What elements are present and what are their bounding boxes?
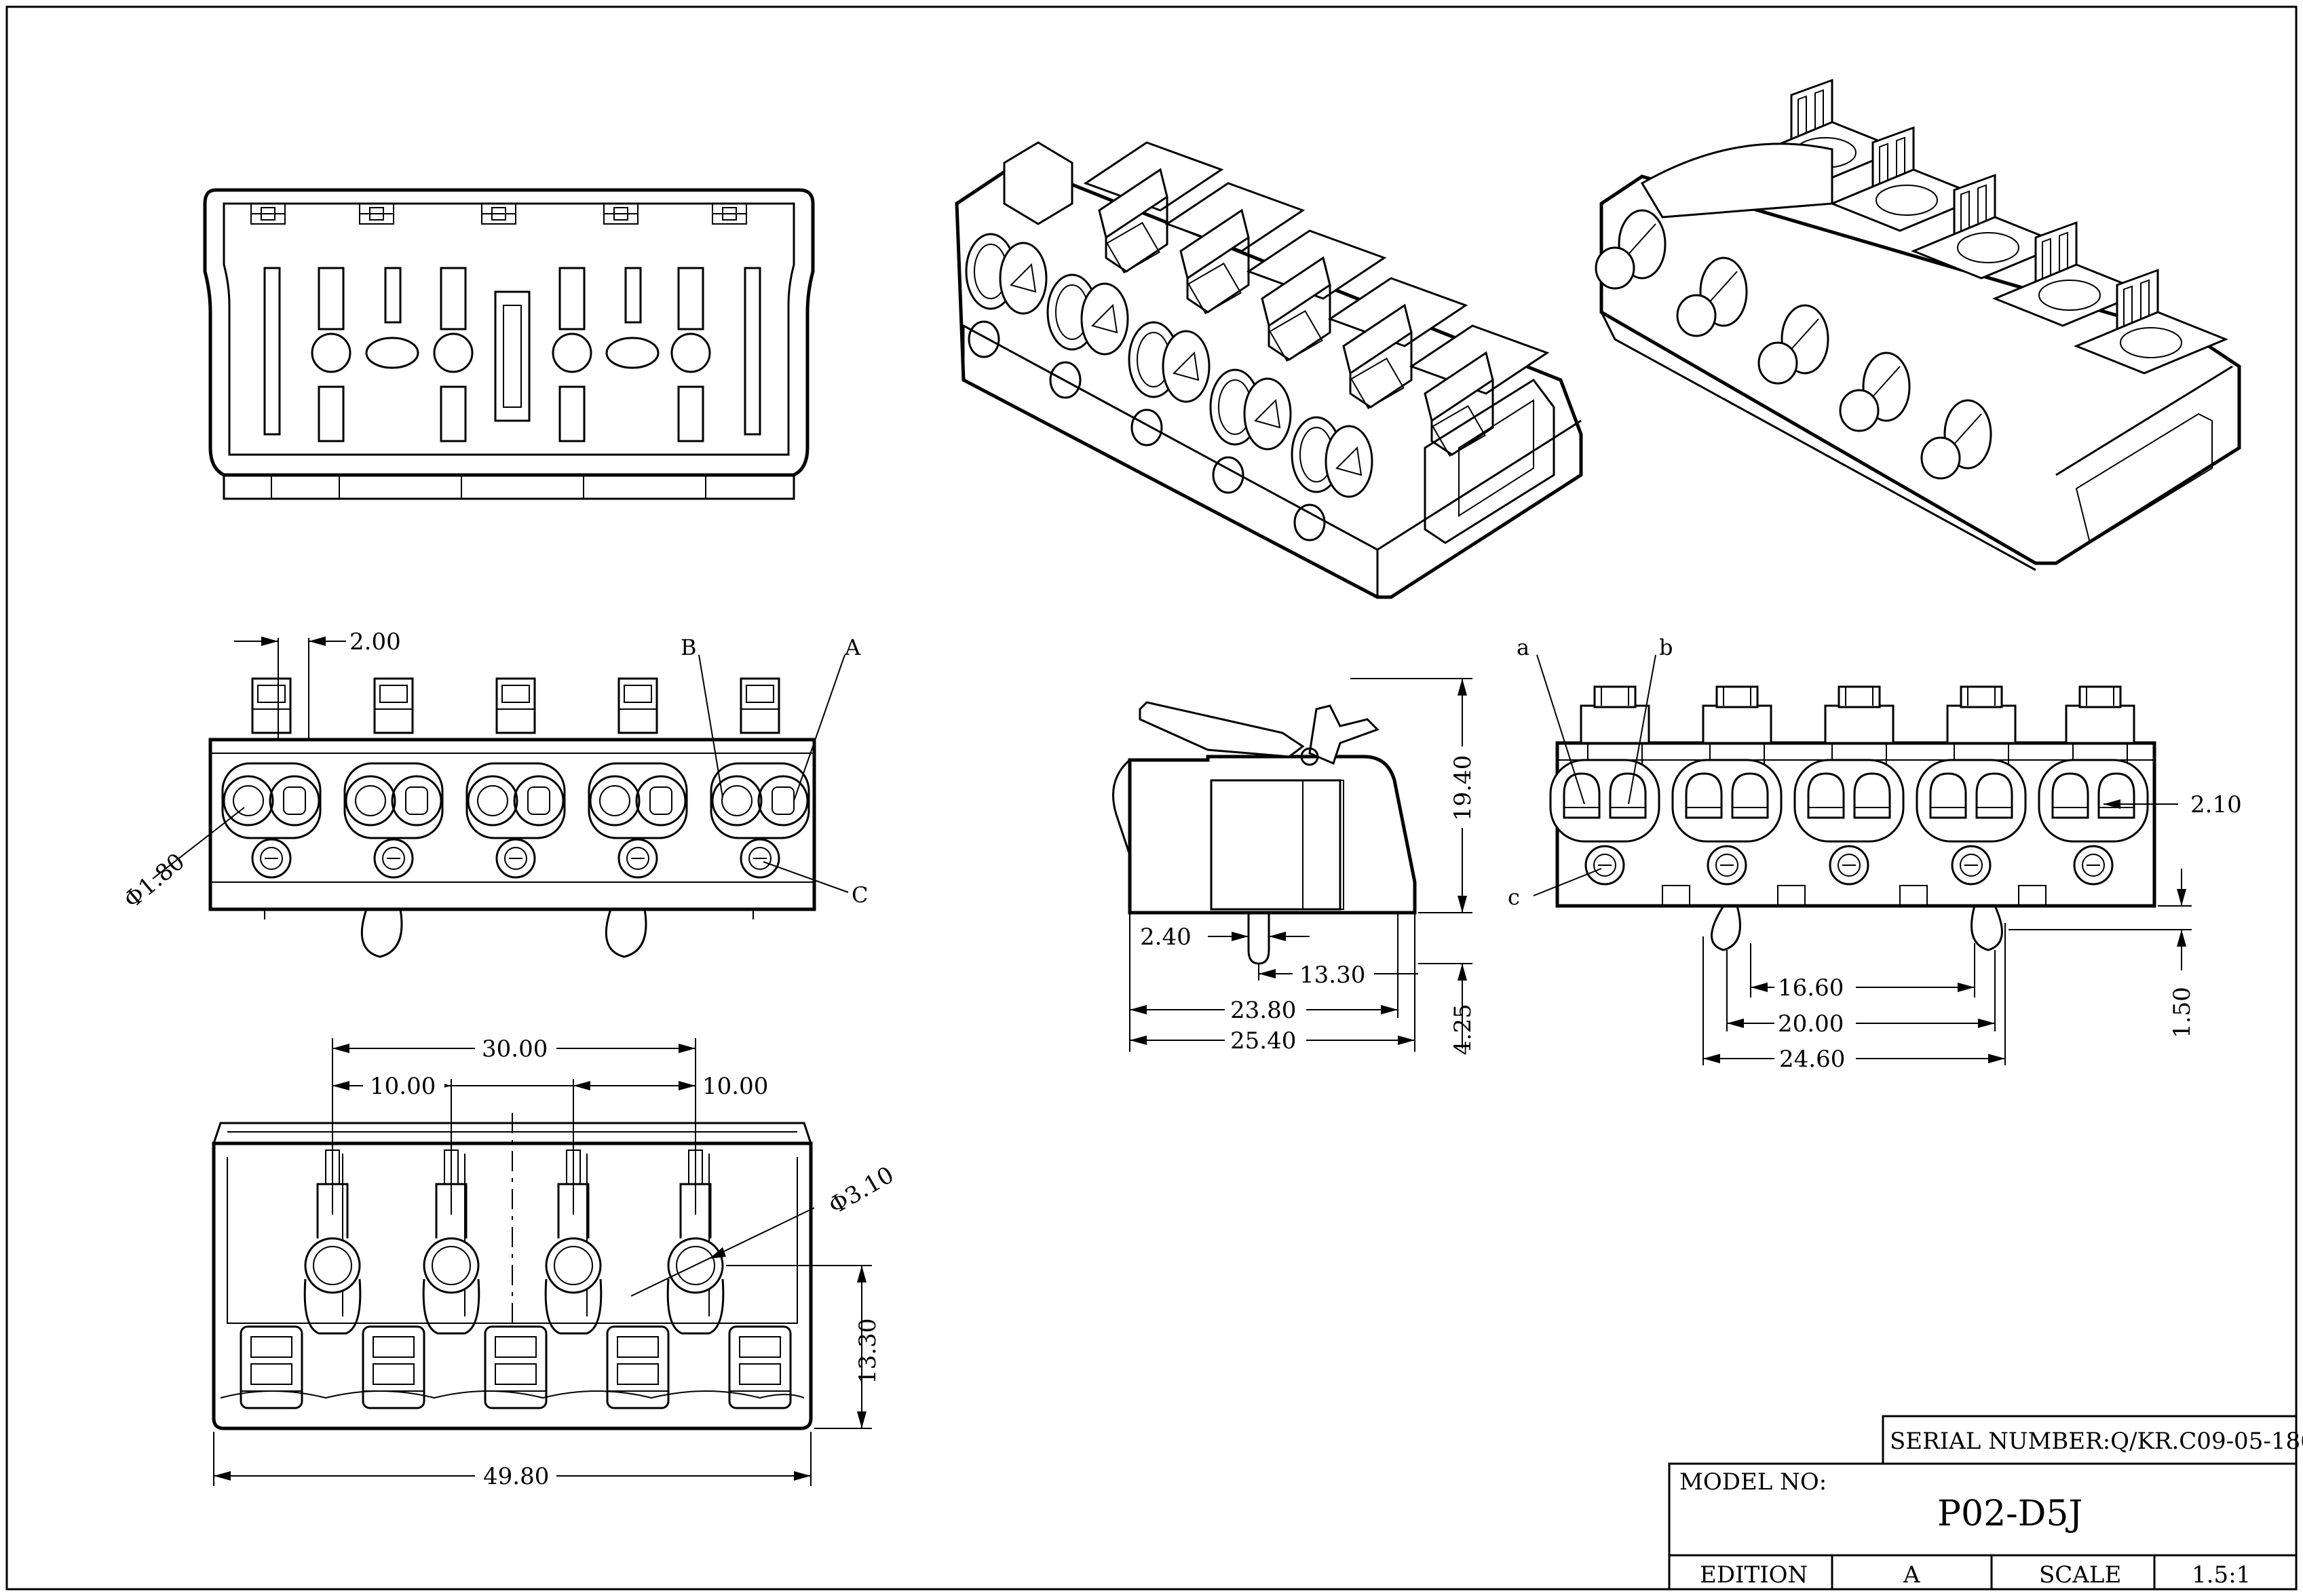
callout-a: a [1517,634,1585,805]
callout-c: c [1508,868,1602,910]
edition-label: EDITION [1700,1561,1808,1589]
scale-value: 1.5:1 [2192,1561,2251,1589]
callout-c-label: c [1508,884,1520,910]
dim-13-30-horizontal-label: 13.30 [1299,962,1365,989]
dim-16-60: 16.60 [1750,943,1975,1002]
dim-30-00-label: 30.00 [482,1036,548,1063]
scale-label: SCALE [2039,1561,2121,1589]
serial-number: SERIAL NUMBER:Q/KR.C09-05-186 [1890,1428,2303,1455]
isometric-view-front [955,141,1583,599]
model-no-value: P02-D5J [1937,1494,2082,1534]
title-block: SERIAL NUMBER:Q/KR.C09-05-186 MODEL NO: … [1668,1415,2303,1591]
dim-4-25-label: 4.25 [1449,1004,1477,1055]
dim-1-50: 1.50 [2009,869,2196,1038]
callout-C: C [763,861,868,908]
callout-B: B [681,634,723,798]
dim-10-00-right: 10.00 [451,1072,780,1215]
dim-25-40: 25.40 [1130,913,1415,1054]
dim-13-30-vertical: 13.30 [726,1265,881,1429]
top-view [203,188,815,500]
callout-A: A [793,634,861,801]
callout-B-label: B [681,634,697,660]
dim-23-80-label: 23.80 [1230,997,1296,1024]
dim-13-30-horizontal: 13.30 [1258,960,1418,989]
front-view-right [1549,685,2156,951]
dim-30-00: 30.00 [332,1035,696,1215]
front-view-left [208,677,816,958]
dim-2-40-label: 2.40 [1140,924,1192,951]
dim-25-40-label: 25.40 [1230,1027,1296,1054]
dim-24-60-label: 24.60 [1779,1046,1845,1073]
dim-2-00: 2.00 [234,628,401,740]
dim-23-80: 23.80 [1129,913,1398,1052]
callout-a-label: a [1517,634,1529,660]
dim-phi-3-10-label: Φ3.10 [824,1161,899,1219]
dim-4-25: 4.25 [1418,963,1477,1055]
dim-20-00: 20.00 [1726,950,1996,1038]
callout-C-label: C [852,882,868,908]
dim-1-50-label: 1.50 [2169,987,2196,1038]
edition-value: A [1903,1561,1920,1589]
model-no-label: MODEL NO: [1679,1468,1827,1496]
dim-20-00-label: 20.00 [1778,1010,1844,1038]
side-view [1112,701,1417,965]
dim-10-00-left: 10.00 [332,1072,452,1215]
callout-b: b [1628,634,1673,805]
dim-13-30-vertical-label: 13.30 [854,1318,881,1384]
dim-10-00-left-label: 10.00 [370,1073,436,1100]
dim-24-60: 24.60 [1702,923,2006,1073]
dim-2-10: 2.10 [2104,791,2242,818]
dim-2-40: 2.40 [1140,924,1310,951]
callout-A-label: A [844,634,861,660]
dim-19-40-label: 19.40 [1449,755,1477,821]
dim-49-80: 49.80 [213,1432,812,1490]
dim-2-00-label: 2.00 [349,628,401,656]
sheet-border [5,5,2298,1591]
bottom-view [212,1113,813,1430]
dim-16-60-label: 16.60 [1778,974,1844,1002]
dim-19-40: 19.40 [1350,678,1477,913]
dim-49-80-label: 49.80 [483,1463,549,1490]
callout-b-label: b [1659,634,1673,660]
isometric-view-rear [1595,79,2241,571]
dim-10-00-right-label: 10.00 [702,1073,768,1100]
dim-phi-1-80-label: Φ1.80 [119,848,190,914]
dim-2-10-label: 2.10 [2190,791,2242,818]
